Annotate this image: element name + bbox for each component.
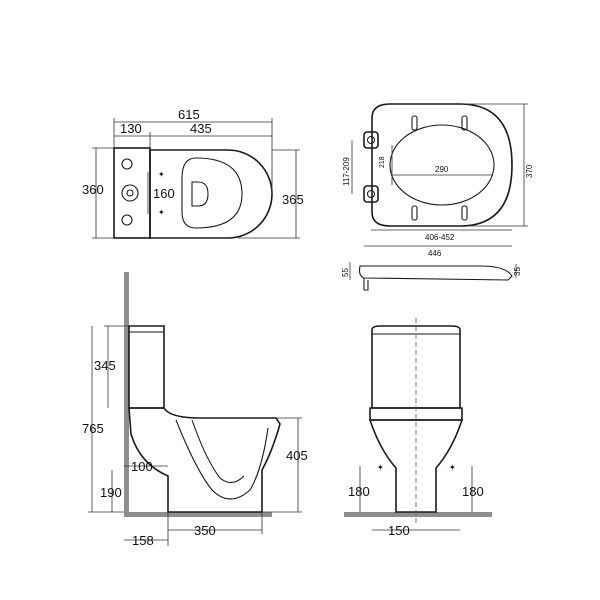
cistern-side-outline <box>128 325 165 409</box>
pan-side-outline <box>128 407 281 513</box>
dim-label-right-fixing: 180 <box>462 484 484 499</box>
dim-label-cistern-height: 345 <box>94 358 116 373</box>
seat-view: 290 218 117-209 406-452 446 370 55 35 <box>341 103 534 291</box>
seat-side-profile <box>358 265 513 281</box>
dim-label-cistern-depth: 130 <box>120 121 142 136</box>
front-fixing-left: ✦ <box>377 463 384 472</box>
hinge-side-profile <box>363 278 369 291</box>
dim-label-hinge-range: 406-452 <box>425 233 455 242</box>
seat-opening-outline <box>389 124 495 206</box>
front-fixing-right: ✦ <box>449 463 456 472</box>
cistern-hole-top <box>121 158 133 170</box>
bumper-2 <box>461 115 468 131</box>
dim-label-seat-length: 446 <box>428 249 442 258</box>
trap-top-outline <box>191 181 209 207</box>
dim-label-wall-offset: 158 <box>132 533 154 548</box>
cistern-top-outline <box>113 147 151 239</box>
hinge-bottom <box>363 185 379 203</box>
dim-label-pan-width: 365 <box>282 192 304 207</box>
dim-label-base-width: 150 <box>388 523 410 538</box>
seat-outer-outline <box>371 103 513 227</box>
dim-label-seat-width: 370 <box>525 164 534 178</box>
floor-front <box>344 512 492 517</box>
dim-label-rim-height: 405 <box>286 448 308 463</box>
fixing-mark-2: ✦ <box>158 208 165 217</box>
trap-side-outline <box>175 419 269 500</box>
dim-label-base-length: 350 <box>194 523 216 538</box>
pan-front-outline <box>368 419 464 513</box>
bowl-top-outline <box>181 157 243 229</box>
side-view: 345 765 405 100 190 158 350 <box>82 272 308 548</box>
pan-top-outline <box>149 149 273 239</box>
hinge-bottom-bolt <box>366 189 376 199</box>
bumper-4 <box>461 205 468 221</box>
dim-label-hinge-height: 55 <box>341 268 350 277</box>
dim-label-cistern-width: 360 <box>82 182 104 197</box>
dim-label-inner: 218 <box>379 156 386 168</box>
dim-label-pan-length: 435 <box>190 121 212 136</box>
dim-label-total-height: 765 <box>82 421 104 436</box>
wall <box>124 272 129 516</box>
front-view: ✦ ✦ 180 180 150 <box>344 318 492 538</box>
floor-side <box>124 512 272 517</box>
bumper-1 <box>411 115 418 131</box>
cistern-hole-center-inner <box>126 189 134 197</box>
hinge-top <box>363 131 379 149</box>
dim-label-hinge-spacing: 117-209 <box>342 157 351 186</box>
top-view: ✦ ✦ 615 130 435 360 160 365 <box>82 107 304 239</box>
dim-label-seat-opening: 290 <box>435 165 449 174</box>
hinge-top-bolt <box>366 135 376 145</box>
fixing-mark-1: ✦ <box>158 170 165 179</box>
bumper-3 <box>411 205 418 221</box>
dim-label-left-fixing: 180 <box>348 484 370 499</box>
dim-label-fixing-spacing: 160 <box>153 186 175 201</box>
cistern-front-outline <box>371 325 461 409</box>
trap-side-inner <box>191 419 245 484</box>
cistern-hole-bottom <box>121 214 133 226</box>
dim-label-outlet-height: 190 <box>100 485 122 500</box>
cistern-hole-center-outer <box>121 184 139 202</box>
dim-label-inlet-height: 100 <box>131 459 153 474</box>
dim-label-seat-thickness: 35 <box>513 267 522 276</box>
dim-label-overall-length: 615 <box>178 107 200 122</box>
